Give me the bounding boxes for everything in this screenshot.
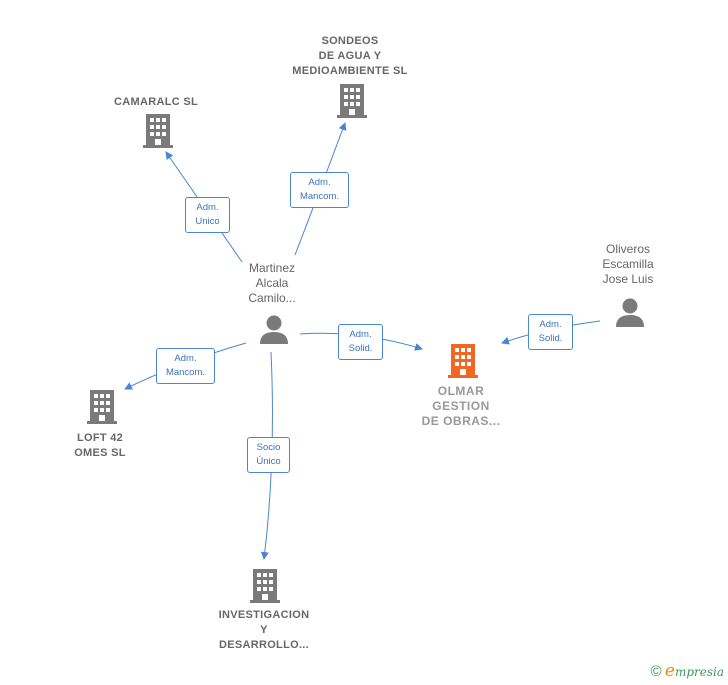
- building-icon[interactable]: [143, 114, 173, 148]
- relation-label-adm-mancom[interactable]: Adm. Mancom.: [156, 348, 215, 384]
- relation-line: Único: [256, 456, 281, 467]
- relation-line: Mancom.: [299, 191, 340, 202]
- person-icon[interactable]: [260, 315, 288, 345]
- node-label-oliveros[interactable]: Oliveros Escamilla Jose Luis: [588, 242, 668, 287]
- relation-label-adm-solid[interactable]: Adm. Solid.: [338, 324, 383, 360]
- relation-line: Unico: [195, 216, 220, 227]
- label-line: CAMARALC SL: [114, 96, 198, 108]
- label-line: Martinez: [248, 261, 295, 275]
- label-line: Escamilla: [602, 257, 654, 271]
- label-line: DE AGUA Y: [318, 50, 382, 62]
- label-line: Oliveros: [605, 242, 650, 256]
- relation-line: Adm.: [539, 319, 562, 330]
- brand-name: mpresia: [674, 665, 724, 679]
- node-label-investigacion[interactable]: INVESTIGACION Y DESARROLLO...: [209, 608, 319, 653]
- label-line: GESTION: [432, 399, 490, 413]
- relation-line: Mancom.: [165, 367, 206, 378]
- label-line: Camilo...: [248, 291, 296, 305]
- label-line: OLMAR: [437, 384, 485, 398]
- label-line: OMES SL: [74, 447, 126, 459]
- relation-line: Solid.: [348, 343, 373, 354]
- relation-label-adm-solid[interactable]: Adm. Solid.: [528, 314, 573, 350]
- label-line: DE OBRAS...: [421, 414, 501, 428]
- label-line: DESARROLLO...: [218, 639, 310, 651]
- relation-line: Adm.: [308, 177, 331, 188]
- building-icon[interactable]: [250, 569, 280, 603]
- label-line: Jose Luis: [602, 272, 654, 286]
- label-line: Y: [260, 624, 268, 636]
- label-line: SONDEOS: [321, 35, 379, 47]
- brand-initial: e: [664, 661, 675, 681]
- brand-footer: © empresia: [650, 661, 724, 681]
- relation-label-adm-mancom[interactable]: Adm. Mancom.: [290, 172, 349, 208]
- relation-line: Adm.: [174, 353, 197, 364]
- node-label-camaralc[interactable]: CAMARALC SL: [98, 95, 214, 110]
- relation-line: Socio: [256, 442, 281, 453]
- node-label-sondeos[interactable]: SONDEOS DE AGUA Y MEDIOAMBIENTE SL: [280, 34, 420, 79]
- label-line: INVESTIGACION: [218, 609, 310, 621]
- relation-label-socio-unico[interactable]: Socio Único: [247, 437, 290, 473]
- person-icon[interactable]: [616, 298, 644, 328]
- building-icon[interactable]: [87, 390, 117, 424]
- building-icon[interactable]: [448, 344, 478, 378]
- relation-line: Solid.: [538, 333, 563, 344]
- node-label-martinez[interactable]: Martinez Alcala Camilo...: [232, 261, 312, 306]
- relation-line: Adm.: [196, 202, 219, 213]
- relation-label-adm-unico[interactable]: Adm. Unico: [185, 197, 230, 233]
- building-icon[interactable]: [337, 84, 367, 118]
- node-label-loft[interactable]: LOFT 42 OMES SL: [60, 431, 140, 461]
- copyright-icon: ©: [650, 663, 662, 680]
- relation-line: Adm.: [349, 329, 372, 340]
- label-line: MEDIOAMBIENTE SL: [292, 65, 408, 77]
- node-label-olmar[interactable]: OLMAR GESTION DE OBRAS...: [411, 384, 511, 429]
- label-line: Alcala: [255, 276, 289, 290]
- label-line: LOFT 42: [76, 432, 124, 444]
